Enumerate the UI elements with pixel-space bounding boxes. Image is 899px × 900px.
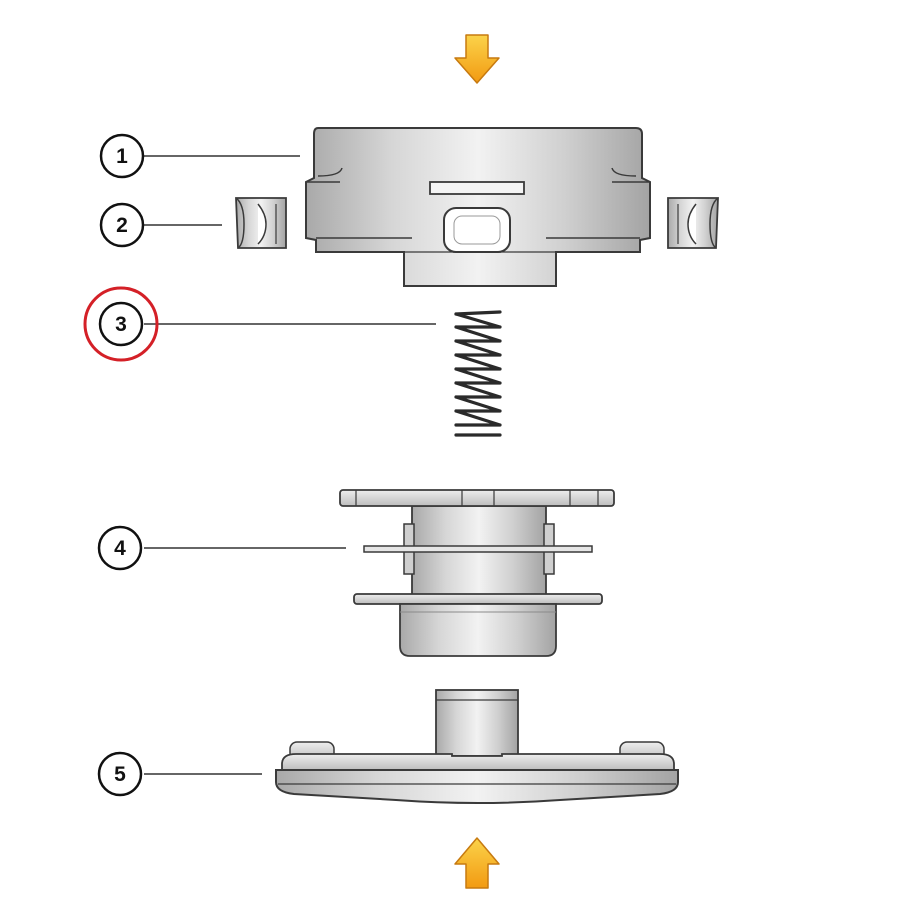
down-arrow-icon: [454, 34, 500, 84]
part-2-clip-right: [667, 197, 719, 249]
leader-lines: [144, 155, 436, 775]
callout-2: 2: [99, 202, 145, 248]
callout-5: 5: [97, 751, 143, 797]
callout-4: 4: [97, 525, 143, 571]
callout-4-number: 4: [114, 537, 126, 560]
part-1-housing: [305, 127, 651, 287]
callout-5-number: 5: [114, 763, 126, 786]
up-arrow-icon: [454, 837, 500, 889]
callout-1: 1: [99, 133, 145, 179]
highlight-ring: [83, 286, 159, 362]
callout-2-number: 2: [116, 214, 128, 237]
part-4-bushing: [339, 489, 615, 657]
part-3-spring: [454, 310, 502, 437]
callout-3: 3: [83, 286, 159, 362]
callout-1-number: 1: [116, 145, 128, 168]
part-2-clip-left: [235, 197, 287, 249]
part-5-base: [275, 689, 679, 804]
callout-3-number: 3: [115, 313, 127, 336]
